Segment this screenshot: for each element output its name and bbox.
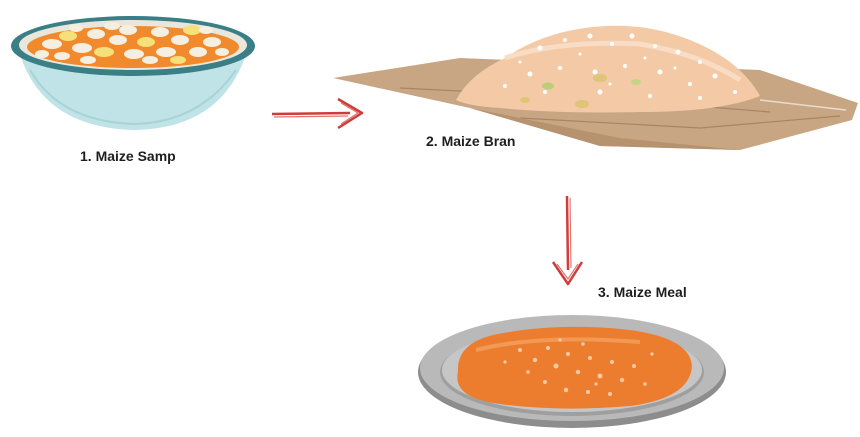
- step-label-maize-bran: 2. Maize Bran: [426, 133, 515, 149]
- step-label-maize-samp: 1. Maize Samp: [80, 148, 176, 164]
- down-arrow-icon: [553, 196, 582, 284]
- right-arrow-icon: [272, 99, 362, 128]
- bran-illustration: [333, 26, 858, 150]
- step-label-maize-meal: 3. Maize Meal: [598, 284, 687, 300]
- meal-plate-illustration: [418, 315, 726, 428]
- samp-bowl-illustration: [11, 16, 255, 130]
